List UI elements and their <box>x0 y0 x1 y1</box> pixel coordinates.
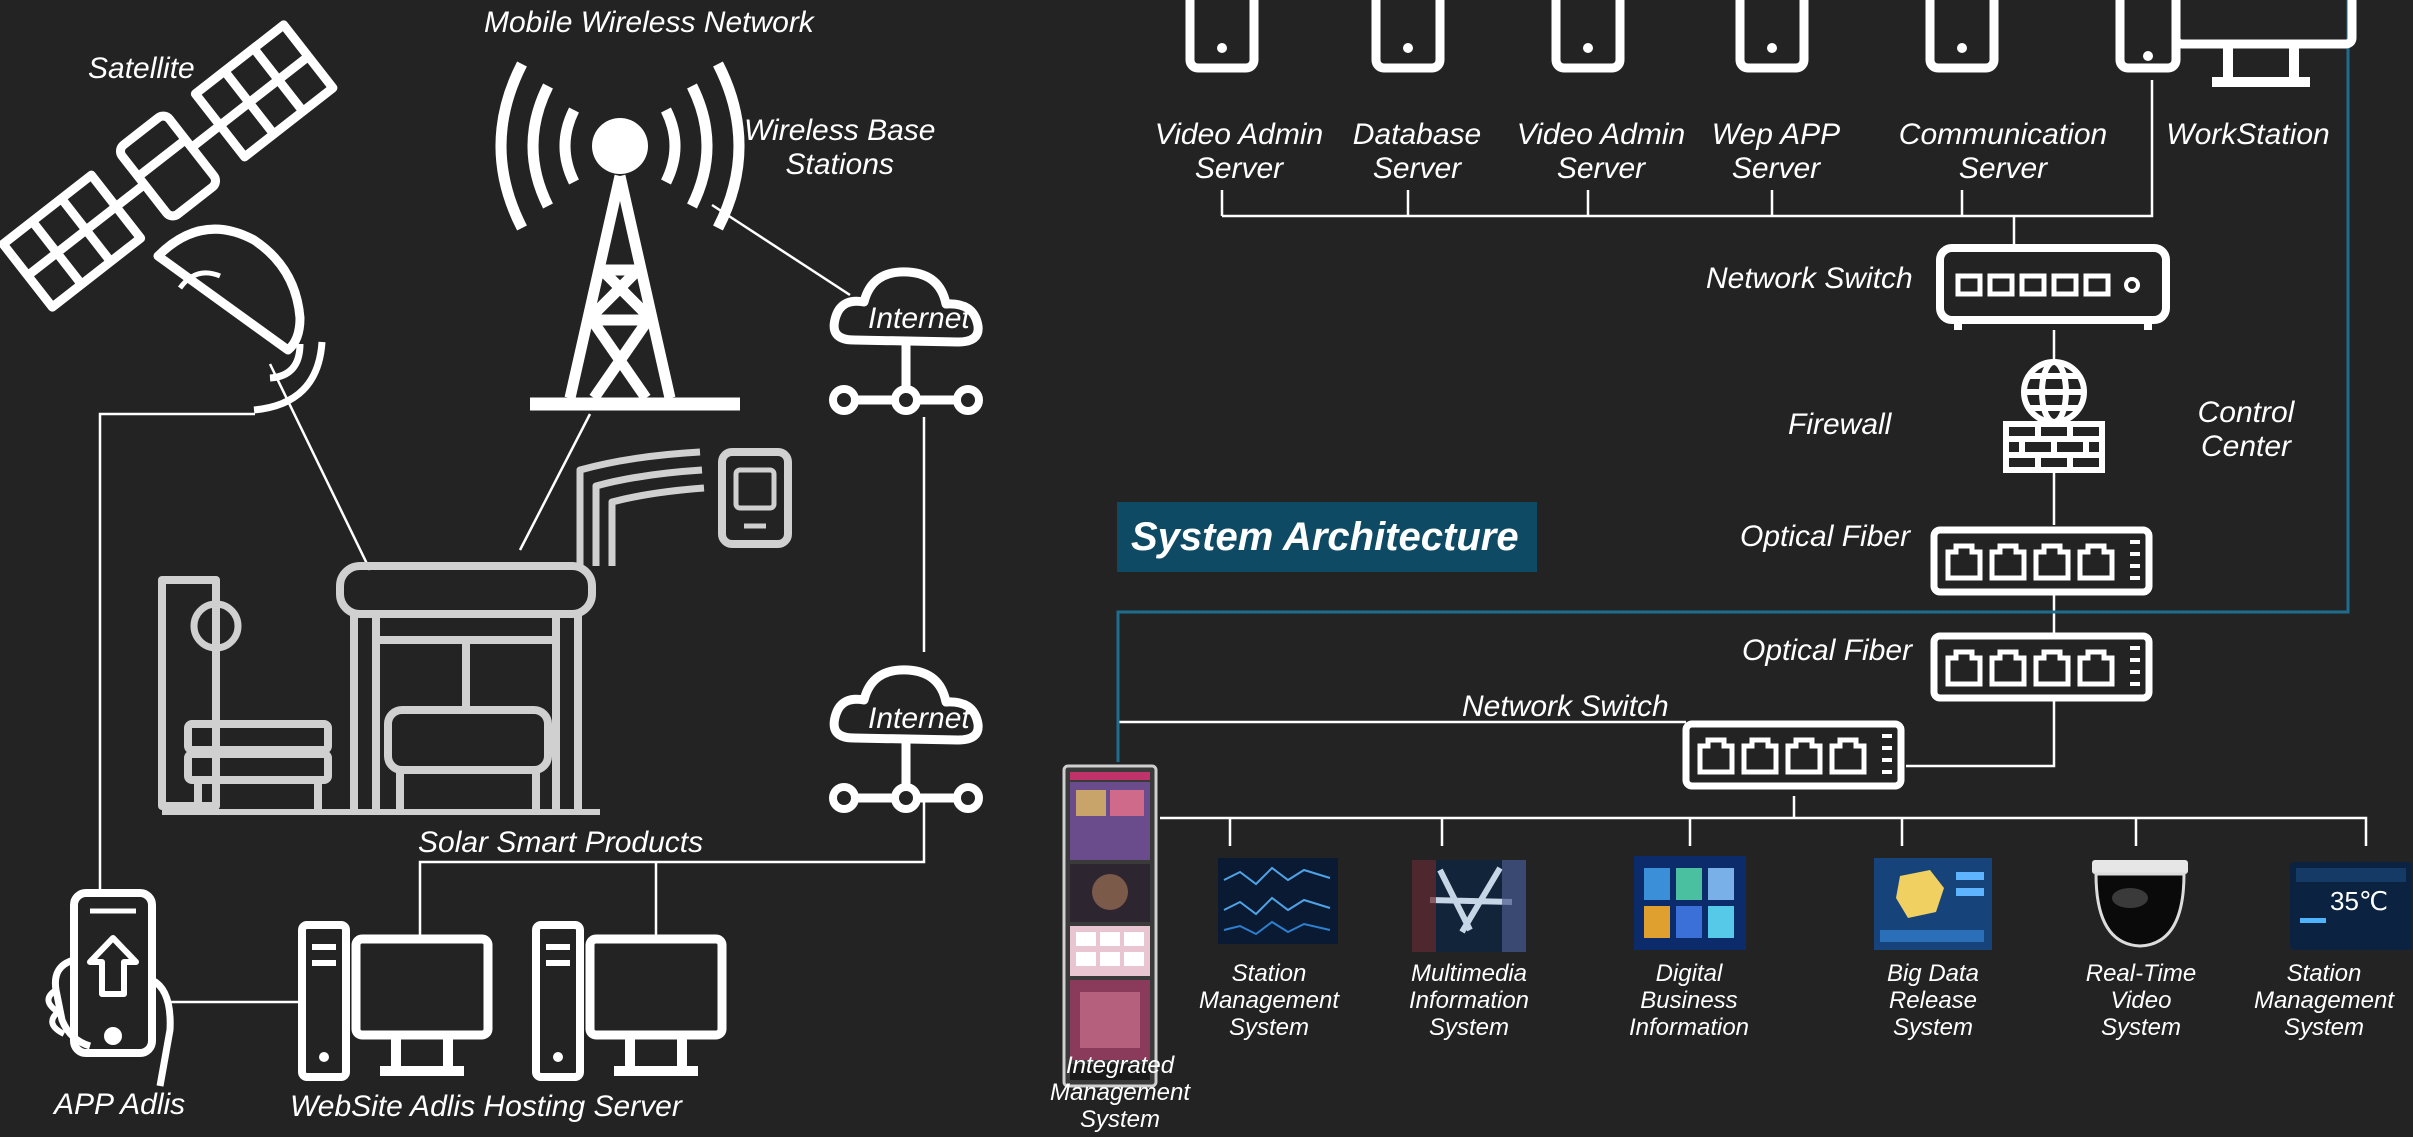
control-center-label: Control Center <box>2197 396 2295 463</box>
fiber-switch-icon <box>1934 530 2149 592</box>
desktop-icon <box>302 925 488 1077</box>
satellite-icon <box>0 20 338 414</box>
station-management-thumb <box>1218 858 1338 944</box>
system-label: Digital Business Information <box>1628 960 1750 1041</box>
website-label: WebSite Adlis Hosting Server <box>290 1090 682 1123</box>
workstation-label: WorkStation <box>2166 118 2330 151</box>
server-label: Video Admin Server <box>1154 118 1324 185</box>
internet-bottom-label: Internet <box>868 702 970 735</box>
server-icon <box>1930 0 1994 68</box>
bus-shelter-icon <box>158 448 792 815</box>
server-icon <box>1376 0 1440 68</box>
system-label: Station Management System <box>1198 960 1340 1041</box>
mobile-network-label: Mobile Wireless Network <box>484 6 814 39</box>
firewall-icon <box>2003 359 2105 473</box>
fiber-switch-icon <box>1686 724 1901 786</box>
base-stations-label: Wireless Base Stations <box>744 114 936 181</box>
system-architecture-title: System Architecture <box>1117 502 1537 572</box>
server-icon <box>1556 0 1620 68</box>
system-label: Station Management System <box>2253 960 2395 1041</box>
app-label: APP Adlis <box>54 1088 186 1121</box>
satellite-label: Satellite <box>88 52 195 85</box>
server-icon <box>1190 0 1254 68</box>
desktop-icon <box>536 925 722 1077</box>
smartphone-icon <box>45 889 174 1087</box>
system-label: Real-Time Video System <box>2085 960 2197 1041</box>
solar-products-label: Solar Smart Products <box>418 826 704 859</box>
server-label: Video Admin Server <box>1516 118 1686 185</box>
dome-camera-icon <box>2092 860 2188 948</box>
optical-fiber-label: Optical Fiber <box>1740 520 1911 553</box>
internet-top-label: Internet <box>868 302 970 335</box>
network-switch-icon <box>1936 244 2170 330</box>
thermostat-thumb <box>2290 862 2412 950</box>
digital-business-thumb <box>1634 856 1746 950</box>
firewall-label: Firewall <box>1788 408 1892 441</box>
network-switch-label: Network Switch <box>1706 262 1913 295</box>
multimedia-thumb <box>1412 860 1526 952</box>
server-label: Database Server <box>1352 118 1482 185</box>
server-label: Communication Server <box>1898 118 2108 185</box>
fiber-switch-icon <box>1934 636 2149 698</box>
radio-tower-icon <box>495 61 745 411</box>
system-label: Multimedia Information System <box>1408 960 1530 1041</box>
server-label: Wep APP Server <box>1711 118 1841 185</box>
cloud-network-icon <box>833 272 979 411</box>
control-center-outline <box>1116 0 2350 762</box>
cloud-network-icon <box>833 670 979 809</box>
kiosk-icon <box>1062 764 1158 1088</box>
workstation-icon <box>2115 0 2357 87</box>
big-data-thumb <box>1874 858 1992 950</box>
system-label: Big Data Release System <box>1886 960 1980 1041</box>
server-icon <box>1740 0 1804 68</box>
optical-fiber-label: Optical Fiber <box>1742 634 1913 667</box>
network-switch-label: Network Switch <box>1462 690 1669 723</box>
integrated-label: Integrated Management System <box>1049 1052 1191 1133</box>
thermostat-reading: 35℃ <box>2330 886 2389 916</box>
